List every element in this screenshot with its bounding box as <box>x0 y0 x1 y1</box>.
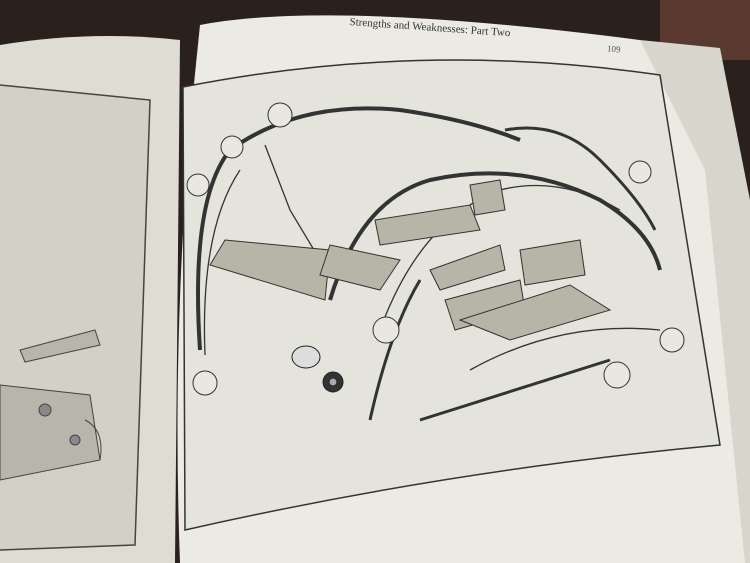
trim-panels <box>209 179 612 341</box>
clip-callouts <box>186 102 685 396</box>
page-number: 109 <box>606 43 621 55</box>
figure-frame <box>182 59 721 531</box>
left-figure-frame <box>0 84 151 551</box>
left-figure-drawing <box>0 329 102 481</box>
fastener-parts <box>291 345 344 393</box>
